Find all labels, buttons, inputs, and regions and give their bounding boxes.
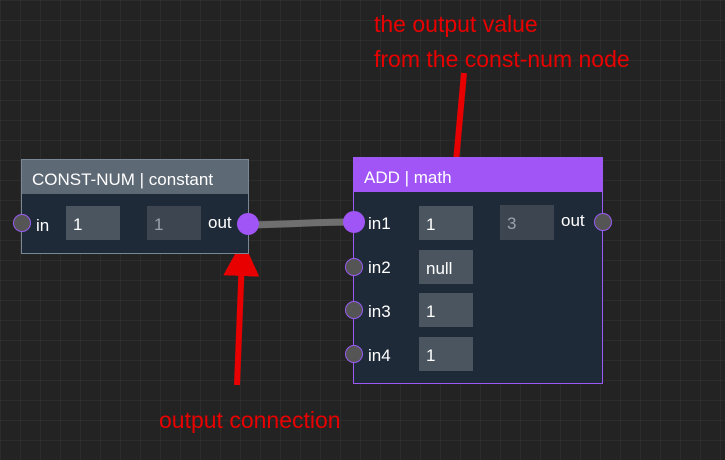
add-in2-input[interactable]: null [419, 250, 473, 284]
add-in1-label: in1 [368, 214, 391, 233]
const-num-out-port[interactable] [237, 213, 259, 235]
add-output-display: 3 [500, 205, 554, 240]
const-num-out-label: out [208, 213, 232, 232]
add-node[interactable]: ADD | math [353, 157, 603, 384]
add-out-port[interactable] [594, 213, 612, 231]
annotation-arrow-bottom [223, 240, 260, 386]
const-num-output-display: 1 [147, 206, 201, 240]
add-in1-input[interactable]: 1 [419, 206, 473, 240]
add-in2-port[interactable] [345, 258, 363, 276]
add-in3-port[interactable] [345, 301, 363, 319]
annotation-bottom: output connection [159, 407, 341, 433]
const-num-node[interactable]: CONST-NUM | constant [21, 159, 249, 254]
const-num-in-label: in [36, 216, 50, 235]
annotation-top-line1: the output value [374, 11, 538, 37]
const-num-in-port[interactable] [13, 214, 31, 232]
add-in2-label: in2 [368, 258, 391, 277]
add-node-title[interactable]: ADD | math [354, 158, 602, 192]
const-num-value-input[interactable]: 1 [66, 206, 120, 240]
add-in3-input[interactable]: 1 [419, 293, 473, 327]
add-in3-label: in3 [368, 302, 391, 321]
const-num-node-title[interactable]: CONST-NUM | constant [22, 160, 248, 194]
add-in4-input[interactable]: 1 [419, 337, 473, 371]
add-out-label: out [561, 211, 585, 230]
annotation-top-line2: from the const-num node [374, 46, 630, 72]
add-in4-label: in4 [368, 346, 391, 365]
add-in1-port[interactable] [343, 211, 365, 233]
connection-wire[interactable] [247, 218, 355, 229]
add-in4-port[interactable] [345, 345, 363, 363]
